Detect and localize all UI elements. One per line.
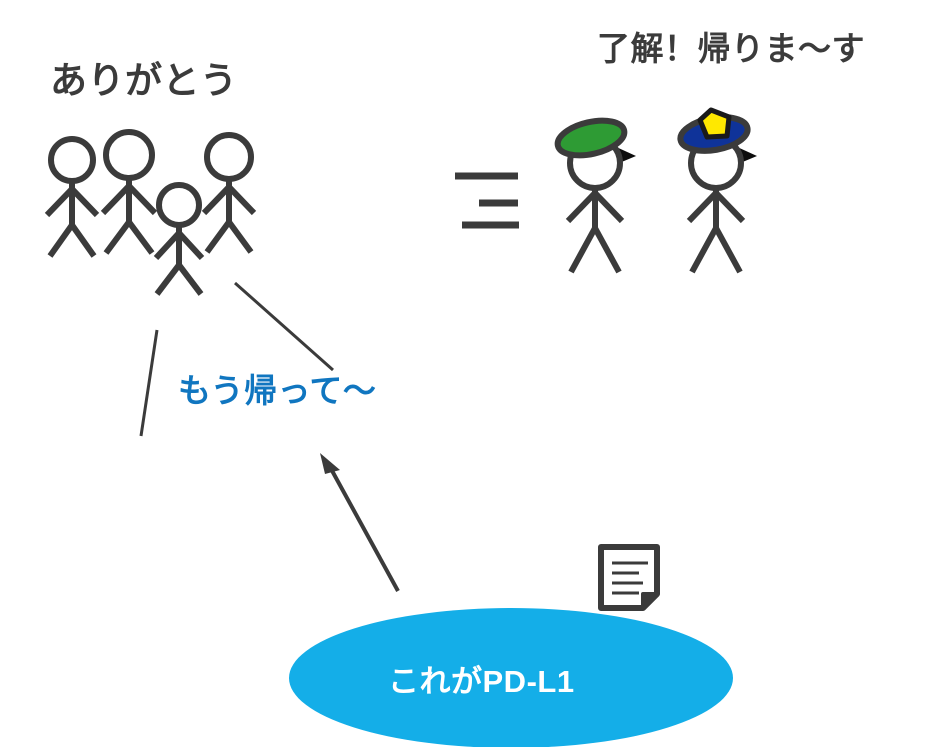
stick-figure-leg-right — [226, 220, 254, 254]
officer-leg-left — [568, 226, 598, 274]
document-folded-corner — [641, 592, 659, 610]
officer-arm-right — [713, 190, 746, 224]
stick-figure-leg-right — [176, 263, 204, 296]
stick-figure-arm-left — [100, 183, 132, 216]
stick-figure-head — [103, 129, 155, 181]
label-roger-going-home: 了解！帰りま〜す — [597, 30, 865, 67]
officer-arm-right — [592, 190, 625, 224]
arrow-head — [320, 453, 340, 474]
stick-figure-arm-left — [44, 186, 75, 218]
stick-figure-leg-left — [47, 223, 75, 258]
officer-green-hat — [554, 117, 636, 274]
officer-leg-right — [713, 226, 743, 274]
officer-hat-badge — [697, 107, 732, 140]
stick-figure-leg-right — [126, 220, 155, 255]
stick-figure-head — [48, 136, 96, 184]
speech-leader-lines — [139, 281, 334, 437]
stick-figure-4 — [201, 132, 257, 254]
officer-leg-left — [689, 226, 719, 274]
leader-line-left — [139, 329, 159, 437]
officer-arm-left — [686, 190, 719, 224]
stick-figure-head — [156, 182, 202, 228]
document-icon — [598, 544, 660, 611]
officer-green-hat-shape — [554, 117, 628, 159]
pdl1-ellipse — [289, 608, 733, 747]
stick-figure-arm-right — [69, 186, 100, 218]
three-bars-mark — [455, 172, 519, 229]
stick-figure-arm-right — [126, 183, 158, 216]
stick-figure-leg-left — [103, 220, 132, 255]
stick-figure-arm-right — [176, 230, 205, 261]
arrow-shaft — [328, 466, 400, 592]
officer-arm-left — [565, 190, 598, 224]
stick-figure-2 — [100, 129, 158, 255]
leader-line-right — [234, 281, 334, 372]
stick-figure-leg-left — [204, 220, 232, 254]
label-thanks: ありがとう — [50, 60, 238, 101]
label-go-home-now: もう帰って〜 — [178, 372, 377, 409]
tumor-cell-crowd — [44, 129, 257, 296]
stick-figure-leg-left — [154, 263, 182, 296]
stick-figure-arm-right — [226, 184, 257, 216]
officer-navy-hat — [677, 107, 757, 274]
stick-figure-arm-left — [201, 184, 232, 216]
officer-leg-right — [592, 226, 622, 274]
stick-figure-leg-right — [69, 223, 97, 258]
stick-figure-1 — [44, 136, 100, 258]
label-this-is-pdl1: これがPD-L1 — [388, 664, 575, 699]
pdl1-pointer-arrow — [320, 453, 400, 592]
stick-figure-arm-left — [153, 230, 182, 261]
stick-figure-head — [204, 132, 254, 182]
stick-figure-3 — [153, 182, 205, 296]
